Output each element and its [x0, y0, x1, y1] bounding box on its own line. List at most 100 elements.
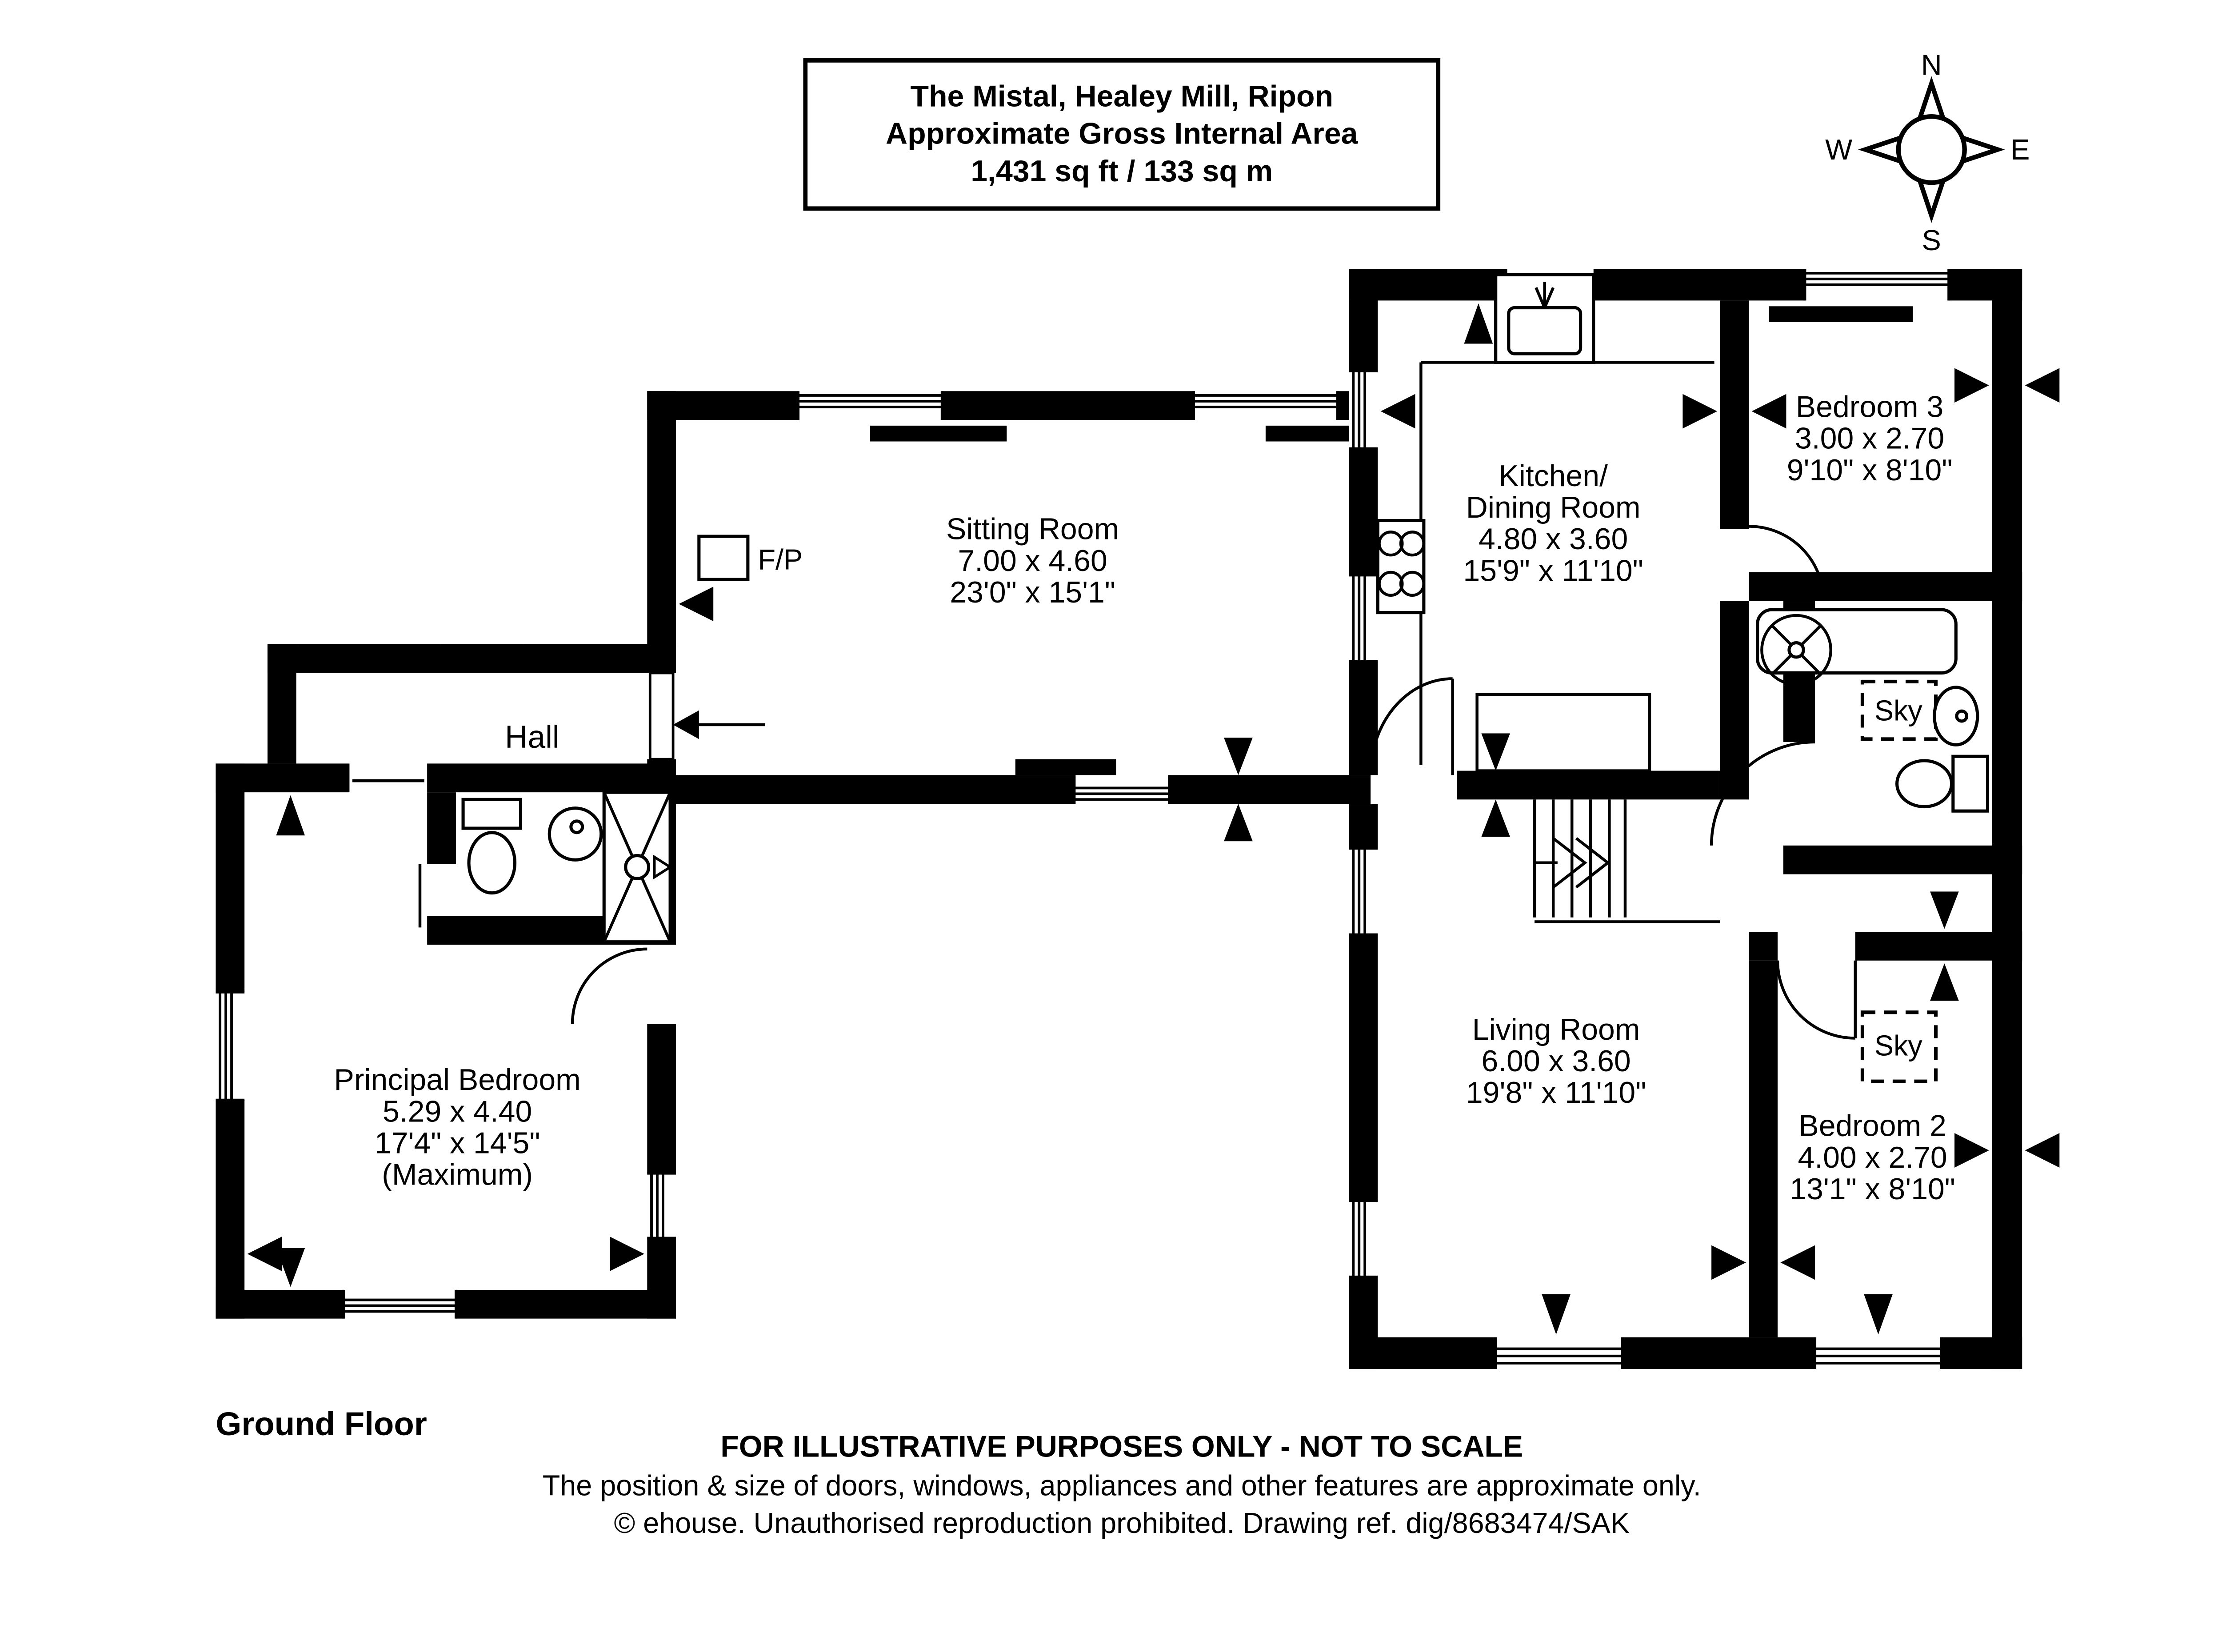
room-imperial: 15'9" x 11'10": [1463, 554, 1643, 587]
marker-triangle: [1954, 368, 1989, 403]
room-name: Bedroom 3: [1796, 390, 1943, 424]
room-metric: 7.00 x 4.60: [958, 544, 1107, 578]
marker-triangle: [247, 1237, 282, 1271]
fireplace-icon: [697, 535, 750, 581]
window-sitting-top-right: [1192, 391, 1339, 420]
wall-segment: [1941, 1337, 2022, 1369]
window-living-bottom: [1494, 1337, 1624, 1369]
wall-segment: [267, 644, 296, 764]
wall-segment: [647, 391, 676, 644]
marker-triangle: [1682, 394, 1718, 429]
window-principal-left: [216, 991, 245, 1101]
wall-segment: [1349, 661, 1378, 775]
wall-segment: [1593, 269, 1805, 301]
entrance-arrow-icon: [673, 710, 699, 739]
marker-triangle: [2025, 1133, 2060, 1168]
ensuite-fixtures: [461, 790, 673, 944]
room-note: (Maximum): [382, 1158, 533, 1192]
windows: [216, 269, 1950, 1369]
marker-triangle: [1930, 891, 1959, 929]
room-label-living: Living Room 6.00 x 3.60 19'8" x 11'10": [1466, 1013, 1646, 1109]
room-metric: 4.00 x 2.70: [1798, 1141, 1947, 1174]
marker-triangle: [276, 1248, 305, 1287]
wall-segment: [1749, 572, 2022, 601]
wall-segment: [1622, 1337, 1815, 1369]
wall-segment: [456, 1289, 676, 1319]
bathroom-fixtures: Sky: [1756, 608, 1990, 813]
footer-line-2: The position & size of doors, windows, a…: [543, 1469, 1701, 1502]
marker-triangle: [1380, 394, 1415, 429]
wall-segment: [1992, 269, 2022, 1369]
stairs: [1475, 693, 1720, 923]
wall-segment: [1169, 775, 1371, 804]
marker-triangle: [1864, 1294, 1893, 1335]
room-name: Sitting Room: [946, 512, 1119, 546]
wall-segment: [647, 1238, 676, 1319]
wall-segment: [1720, 601, 1749, 800]
room-imperial: 13'1" x 8'10": [1790, 1172, 1955, 1206]
walls: [216, 269, 2022, 1369]
wall-segment: [427, 763, 676, 793]
room-name: Principal Bedroom: [334, 1063, 581, 1097]
hob-icon: [1376, 519, 1426, 615]
door-arc-principal-bedroom: [571, 947, 647, 1024]
wall-segment: [1749, 932, 1778, 961]
compass-label-n: N: [1921, 48, 1942, 81]
wall-segment: [1457, 770, 1720, 800]
title-box-border: [803, 58, 1441, 211]
marker-triangle: [679, 587, 714, 622]
room-label-bedroom3: Bedroom 3 3.00 x 2.70 9'10" x 8'10": [1787, 390, 1953, 487]
wall-segment: [647, 391, 799, 420]
compass-icon: N E S W: [1825, 48, 2030, 256]
stairs-up-arrow-icon: [1552, 837, 1587, 889]
window-kitchen-left-upper: [1349, 370, 1378, 450]
stairs-up-arrow-icon: [1575, 837, 1611, 889]
wall-segment: [1855, 932, 2022, 961]
marker-triangle: [1224, 738, 1253, 775]
floorplan-drawing: The Mistal, Healey Mill, Ripon Approxima…: [216, 48, 2060, 1539]
wall-segment: [1337, 391, 1349, 420]
room-name: Kitchen/: [1499, 459, 1608, 493]
marker-triangle: [1481, 733, 1511, 771]
wall-inner-face: [870, 425, 1007, 442]
wall-segment: [1720, 300, 1749, 529]
wall-segment: [1783, 845, 2022, 874]
wall-segment: [1349, 1337, 1496, 1369]
wall-segment: [647, 775, 1075, 804]
room-name: Dining Room: [1466, 491, 1641, 524]
marker-triangle: [1542, 1294, 1571, 1335]
floor-label: Ground Floor: [216, 1405, 427, 1442]
room-metric: 5.29 x 4.40: [383, 1094, 532, 1128]
wall-segment: [216, 763, 245, 993]
title-line-3: 1,431 sq ft / 133 sq m: [971, 154, 1273, 188]
floorplan-page: The Mistal, Healey Mill, Ripon Approxima…: [216, 48, 2060, 1539]
footer: Ground Floor FOR ILLUSTRATIVE PURPOSES O…: [216, 1405, 1701, 1539]
wall-inner-face: [1015, 759, 1116, 775]
window-bedroom2-bottom: [1814, 1337, 1943, 1369]
room-label-principal: Principal Bedroom 5.29 x 4.40 17'4" x 14…: [334, 1063, 581, 1192]
bath-icon: [1756, 608, 1958, 686]
room-imperial: 19'8" x 11'10": [1466, 1076, 1646, 1109]
basin-icon: [548, 806, 603, 862]
marker-triangle: [276, 795, 305, 836]
stair-cupboard-outline: [1475, 693, 1651, 772]
wall-segment: [216, 1100, 245, 1319]
skylight-bedroom2: Sky: [1860, 1010, 1938, 1083]
toilet-icon: [461, 798, 523, 895]
wall-segment: [1349, 448, 1378, 575]
dimension-markers: [247, 303, 2060, 1335]
compass-label-w: W: [1825, 133, 1852, 166]
room-imperial: 17'4" x 14'5": [375, 1126, 540, 1160]
skylight-label: Sky: [1874, 694, 1923, 726]
wall-segment: [1349, 804, 1378, 849]
room-label-bedroom2: Bedroom 2 4.00 x 2.70 13'1" x 8'10": [1790, 1109, 1955, 1206]
marker-triangle: [1464, 303, 1493, 344]
title-box: The Mistal, Healey Mill, Ripon Approxima…: [803, 58, 1441, 211]
fireplace: F/P: [697, 535, 803, 581]
door-bedroom2: [1776, 960, 1857, 1040]
kitchen-fixtures: [1376, 273, 1714, 765]
shower-icon: [602, 790, 673, 944]
door-bathroom: [1710, 740, 1815, 846]
window-living-left-upper: [1349, 847, 1378, 936]
skylight-bathroom: Sky: [1860, 679, 1938, 741]
